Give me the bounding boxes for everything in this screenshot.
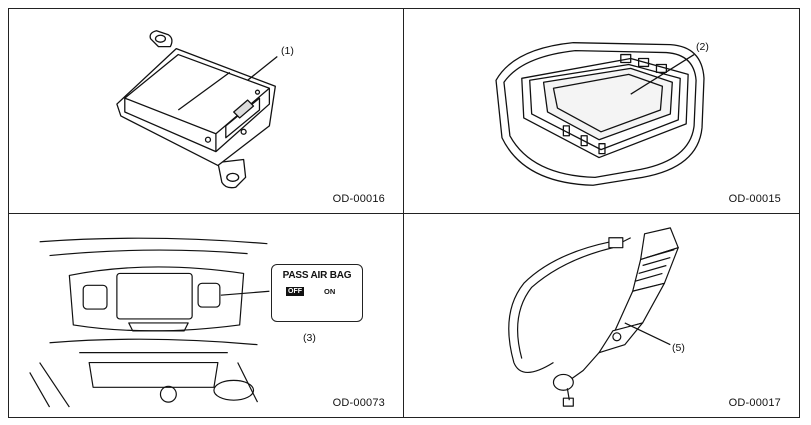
airbag-control-module-icon xyxy=(116,30,278,189)
pass-airbag-indicator: PASS AIR BAG OFF ON xyxy=(271,264,363,322)
panel-control-module: (1) OD-00016 xyxy=(8,8,404,214)
figure-code: OD-00015 xyxy=(728,193,781,205)
callout-label: (5) xyxy=(672,342,685,354)
panel-dashboard: PASS AIR BAG OFF ON (3) OD-00073 xyxy=(8,213,404,418)
panel-seat-sensor: (2) OD-00015 xyxy=(403,8,800,214)
indicator-off-label: OFF xyxy=(286,287,304,296)
callout-label: (1) xyxy=(281,45,294,57)
figure-code: OD-00073 xyxy=(332,397,385,409)
figure-code: OD-00017 xyxy=(728,397,781,409)
seat-belt-buckle-sensor-icon xyxy=(508,227,679,407)
indicator-on-label: ON xyxy=(324,287,336,296)
indicator-title: PASS AIR BAG xyxy=(282,270,352,281)
panel-buckle-sensor: (5) OD-00017 xyxy=(403,213,800,418)
dashboard-indicator-icon xyxy=(29,237,339,408)
callout-label: (3) xyxy=(303,332,316,344)
seat-cushion-sensor-icon xyxy=(495,42,705,186)
callout-label: (2) xyxy=(696,41,709,53)
figure-code: OD-00016 xyxy=(332,193,385,205)
